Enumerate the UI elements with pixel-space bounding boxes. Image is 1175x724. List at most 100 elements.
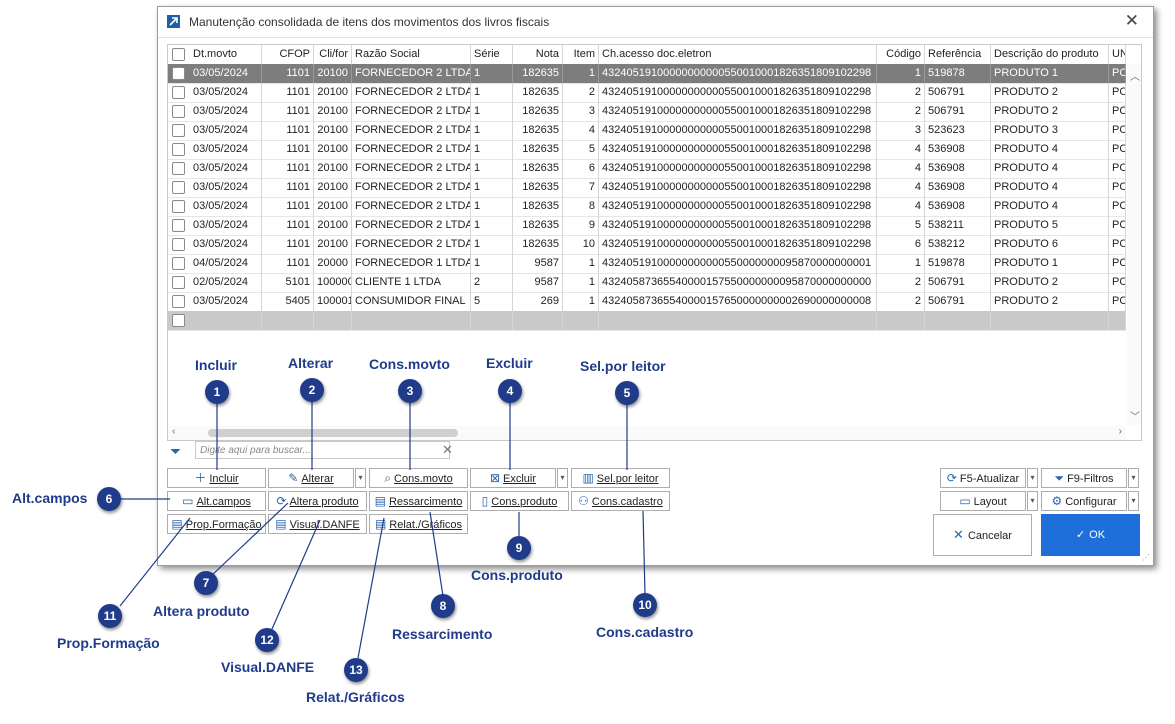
table-cell: 536908 [925, 178, 991, 197]
row-checkbox[interactable] [172, 295, 185, 308]
excluir-dropdown[interactable]: ▾ [557, 468, 568, 488]
sel-leitor-button[interactable]: ▥Sel.por leitor [571, 468, 670, 488]
check-icon: ✓ [1075, 529, 1086, 541]
row-checkbox[interactable] [172, 67, 185, 80]
layout-icon: ▭ [959, 494, 971, 508]
filter-icon[interactable]: ⏷ [170, 443, 182, 459]
document-dollar-icon: ▤ [171, 517, 183, 531]
row-checkbox[interactable] [172, 276, 185, 289]
ok-button[interactable]: ✓OK [1041, 514, 1140, 556]
relat-graficos-button[interactable]: ▤Relat./Gráficos [369, 514, 468, 534]
cancel-button[interactable]: ✕Cancelar [933, 514, 1032, 556]
column-header[interactable]: Nota [513, 45, 563, 64]
f9-dropdown[interactable]: ▾ [1128, 468, 1139, 488]
altera-produto-button[interactable]: ⟳Altera produto [268, 491, 367, 511]
close-icon[interactable]: ✕ [1124, 11, 1139, 30]
table-cell: 1 [471, 83, 513, 102]
column-header[interactable]: Série [471, 45, 513, 64]
row-checkbox[interactable] [172, 238, 185, 251]
resize-grip-icon[interactable]: ⋰ [1142, 553, 1150, 562]
cons-produto-button[interactable]: ▯Cons.produto [470, 491, 569, 511]
report-icon: ▤ [374, 517, 387, 531]
visual-danfe-button[interactable]: ▤Visual.DANFE [268, 514, 367, 534]
column-header[interactable]: Referência [925, 45, 991, 64]
table-cell: 538212 [925, 235, 991, 254]
table-cell: 4 [877, 197, 925, 216]
scrollbar-thumb[interactable] [208, 429, 458, 437]
column-header[interactable]: Razão Social [352, 45, 471, 64]
column-header[interactable]: CFOP [262, 45, 314, 64]
refresh-icon: ⟳ [276, 494, 287, 508]
alterar-button[interactable]: ✎Alterar [268, 468, 354, 488]
f9-filtros-button[interactable]: ⏷F9-Filtros [1041, 468, 1127, 488]
select-all-checkbox[interactable] [172, 48, 185, 61]
row-checkbox[interactable] [172, 105, 185, 118]
annotation-label-visual-danfe: Visual.DANFE [221, 659, 315, 675]
table-cell: FORNECEDOR 2 LTDA [352, 159, 471, 178]
column-header[interactable]: Item [563, 45, 599, 64]
table-cell: 1101 [262, 102, 314, 121]
layout-dropdown[interactable]: ▾ [1027, 491, 1038, 511]
new-row[interactable] [168, 311, 1126, 331]
cons-movto-button[interactable]: ⌕Cons.movto [369, 468, 468, 488]
column-header[interactable]: Dt.movto [190, 45, 262, 64]
table-cell: 2 [877, 273, 925, 292]
table-cell: PC [1109, 121, 1126, 140]
column-header[interactable]: Código [877, 45, 925, 64]
table-cell: 20100 [314, 121, 352, 140]
configurar-button[interactable]: ⚙Configurar [1041, 491, 1127, 511]
annotation-marker-6: 6 [97, 487, 121, 511]
table-cell: 1101 [262, 235, 314, 254]
row-checkbox[interactable] [172, 143, 185, 156]
table-cell: 1 [471, 197, 513, 216]
excluir-button[interactable]: ⊠Excluir [470, 468, 556, 488]
table-cell: 4324051910000000000055000000009587000000… [599, 254, 877, 273]
search-input[interactable]: Digite aqui para buscar... [195, 441, 450, 459]
table-cell: 182635 [513, 121, 563, 140]
table-cell: FORNECEDOR 2 LTDA [352, 140, 471, 159]
row-checkbox[interactable] [172, 124, 185, 137]
row-checkbox[interactable] [172, 200, 185, 213]
column-header[interactable]: Cli/for [314, 45, 352, 64]
alt-campos-button[interactable]: ▭Alt.campos [167, 491, 266, 511]
row-checkbox[interactable] [172, 314, 185, 327]
f5-dropdown[interactable]: ▾ [1027, 468, 1038, 488]
search-icon: ⌕ [384, 471, 392, 485]
vertical-scrollbar[interactable]: ︿ ﹀ [1127, 64, 1141, 425]
settings-sliders-icon: ⚙ [1051, 494, 1063, 508]
row-checkbox[interactable] [172, 86, 185, 99]
horizontal-scrollbar[interactable]: ‹ › [168, 426, 1126, 440]
annotation-label-cons-cadastro: Cons.cadastro [596, 624, 694, 640]
table-cell: PRODUTO 4 [991, 197, 1109, 216]
layout-button[interactable]: ▭Layout [940, 491, 1026, 511]
column-header[interactable]: Ch.acesso doc.eletron [599, 45, 877, 64]
alterar-dropdown[interactable]: ▾ [355, 468, 366, 488]
row-checkbox[interactable] [172, 219, 185, 232]
ressarcimento-button[interactable]: ▤Ressarcimento [369, 491, 468, 511]
column-header[interactable]: Descrição do produto [991, 45, 1109, 64]
row-checkbox[interactable] [172, 162, 185, 175]
table-cell: FORNECEDOR 2 LTDA [352, 64, 471, 83]
row-checkbox[interactable] [172, 181, 185, 194]
table-cell: 536908 [925, 159, 991, 178]
cons-cadastro-button[interactable]: ⚇Cons.cadastro [571, 491, 670, 511]
table-cell: 182635 [513, 197, 563, 216]
table-cell: 9 [563, 216, 599, 235]
row-checkbox[interactable] [172, 257, 185, 270]
f5-atualizar-button[interactable]: ⟳F5-Atualizar [940, 468, 1026, 488]
configurar-dropdown[interactable]: ▾ [1128, 491, 1139, 511]
column-header[interactable]: UN [1109, 45, 1126, 64]
clear-search-icon[interactable]: ✕ [442, 442, 453, 457]
